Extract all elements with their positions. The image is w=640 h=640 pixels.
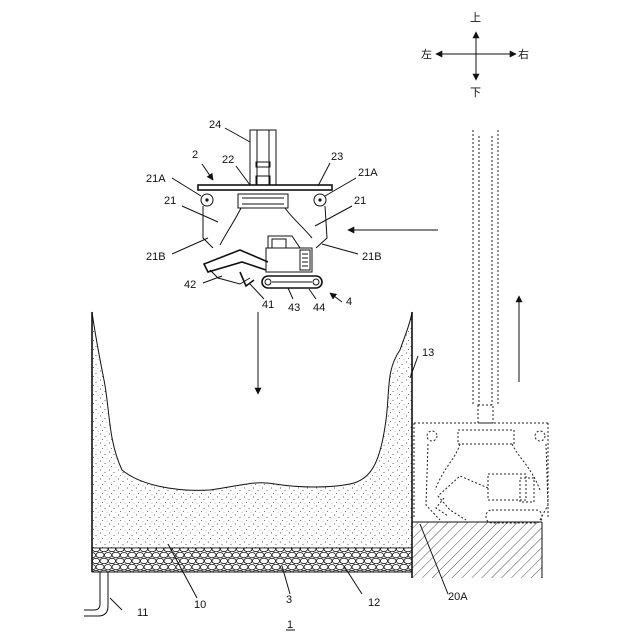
label-21A-right: 21A: [358, 167, 378, 179]
label-43: 43: [288, 302, 300, 314]
excavator-arm: [204, 250, 268, 272]
hoist-column: [250, 130, 276, 185]
excavator-body: [266, 248, 312, 272]
label-2: 2: [192, 149, 198, 161]
label-24: 24: [209, 119, 221, 131]
ground-block: [412, 522, 542, 578]
label-11: 11: [137, 607, 148, 619]
compass-up-label: 上: [470, 11, 481, 24]
label-21A-left: 21A: [146, 173, 166, 185]
label-23: 23: [331, 151, 343, 163]
excavator-cab: [268, 236, 300, 248]
label-10: 10: [194, 599, 206, 611]
indicator-arrow-4: [330, 293, 342, 302]
label-21-right: 21: [354, 195, 366, 207]
label-1: 1: [287, 619, 293, 631]
stone-layer: [92, 548, 412, 572]
label-12: 12: [368, 597, 380, 609]
excavator-bucket: [240, 272, 254, 286]
label-42: 42: [184, 279, 196, 291]
compass-right-label: 右: [518, 47, 529, 61]
compass-left-label: 左: [421, 48, 432, 61]
hoist-body: [238, 194, 288, 208]
drain-pipes: [84, 572, 108, 616]
label-4: 4: [346, 296, 352, 308]
compass-down-label: 下: [470, 86, 481, 99]
label-41: 41: [262, 299, 274, 311]
label-21-left: 21: [164, 195, 176, 207]
sand-layer: [92, 312, 412, 548]
lifting-device: [198, 130, 332, 248]
label-3: 3: [286, 594, 292, 606]
label-22: 22: [222, 154, 234, 166]
label-20A: 20A: [448, 591, 468, 603]
crane-boom-dashed: [414, 130, 548, 523]
cross-beam: [198, 185, 332, 190]
label-21B-right: 21B: [362, 251, 382, 263]
label-21B-left: 21B: [146, 251, 166, 263]
indicator-arrow-2: [202, 164, 213, 180]
excavation-pit: [92, 312, 412, 578]
excavator: [204, 236, 322, 288]
label-13: 13: [422, 347, 434, 359]
label-44: 44: [313, 302, 325, 314]
direction-compass: 上 下 左 右: [421, 11, 529, 99]
